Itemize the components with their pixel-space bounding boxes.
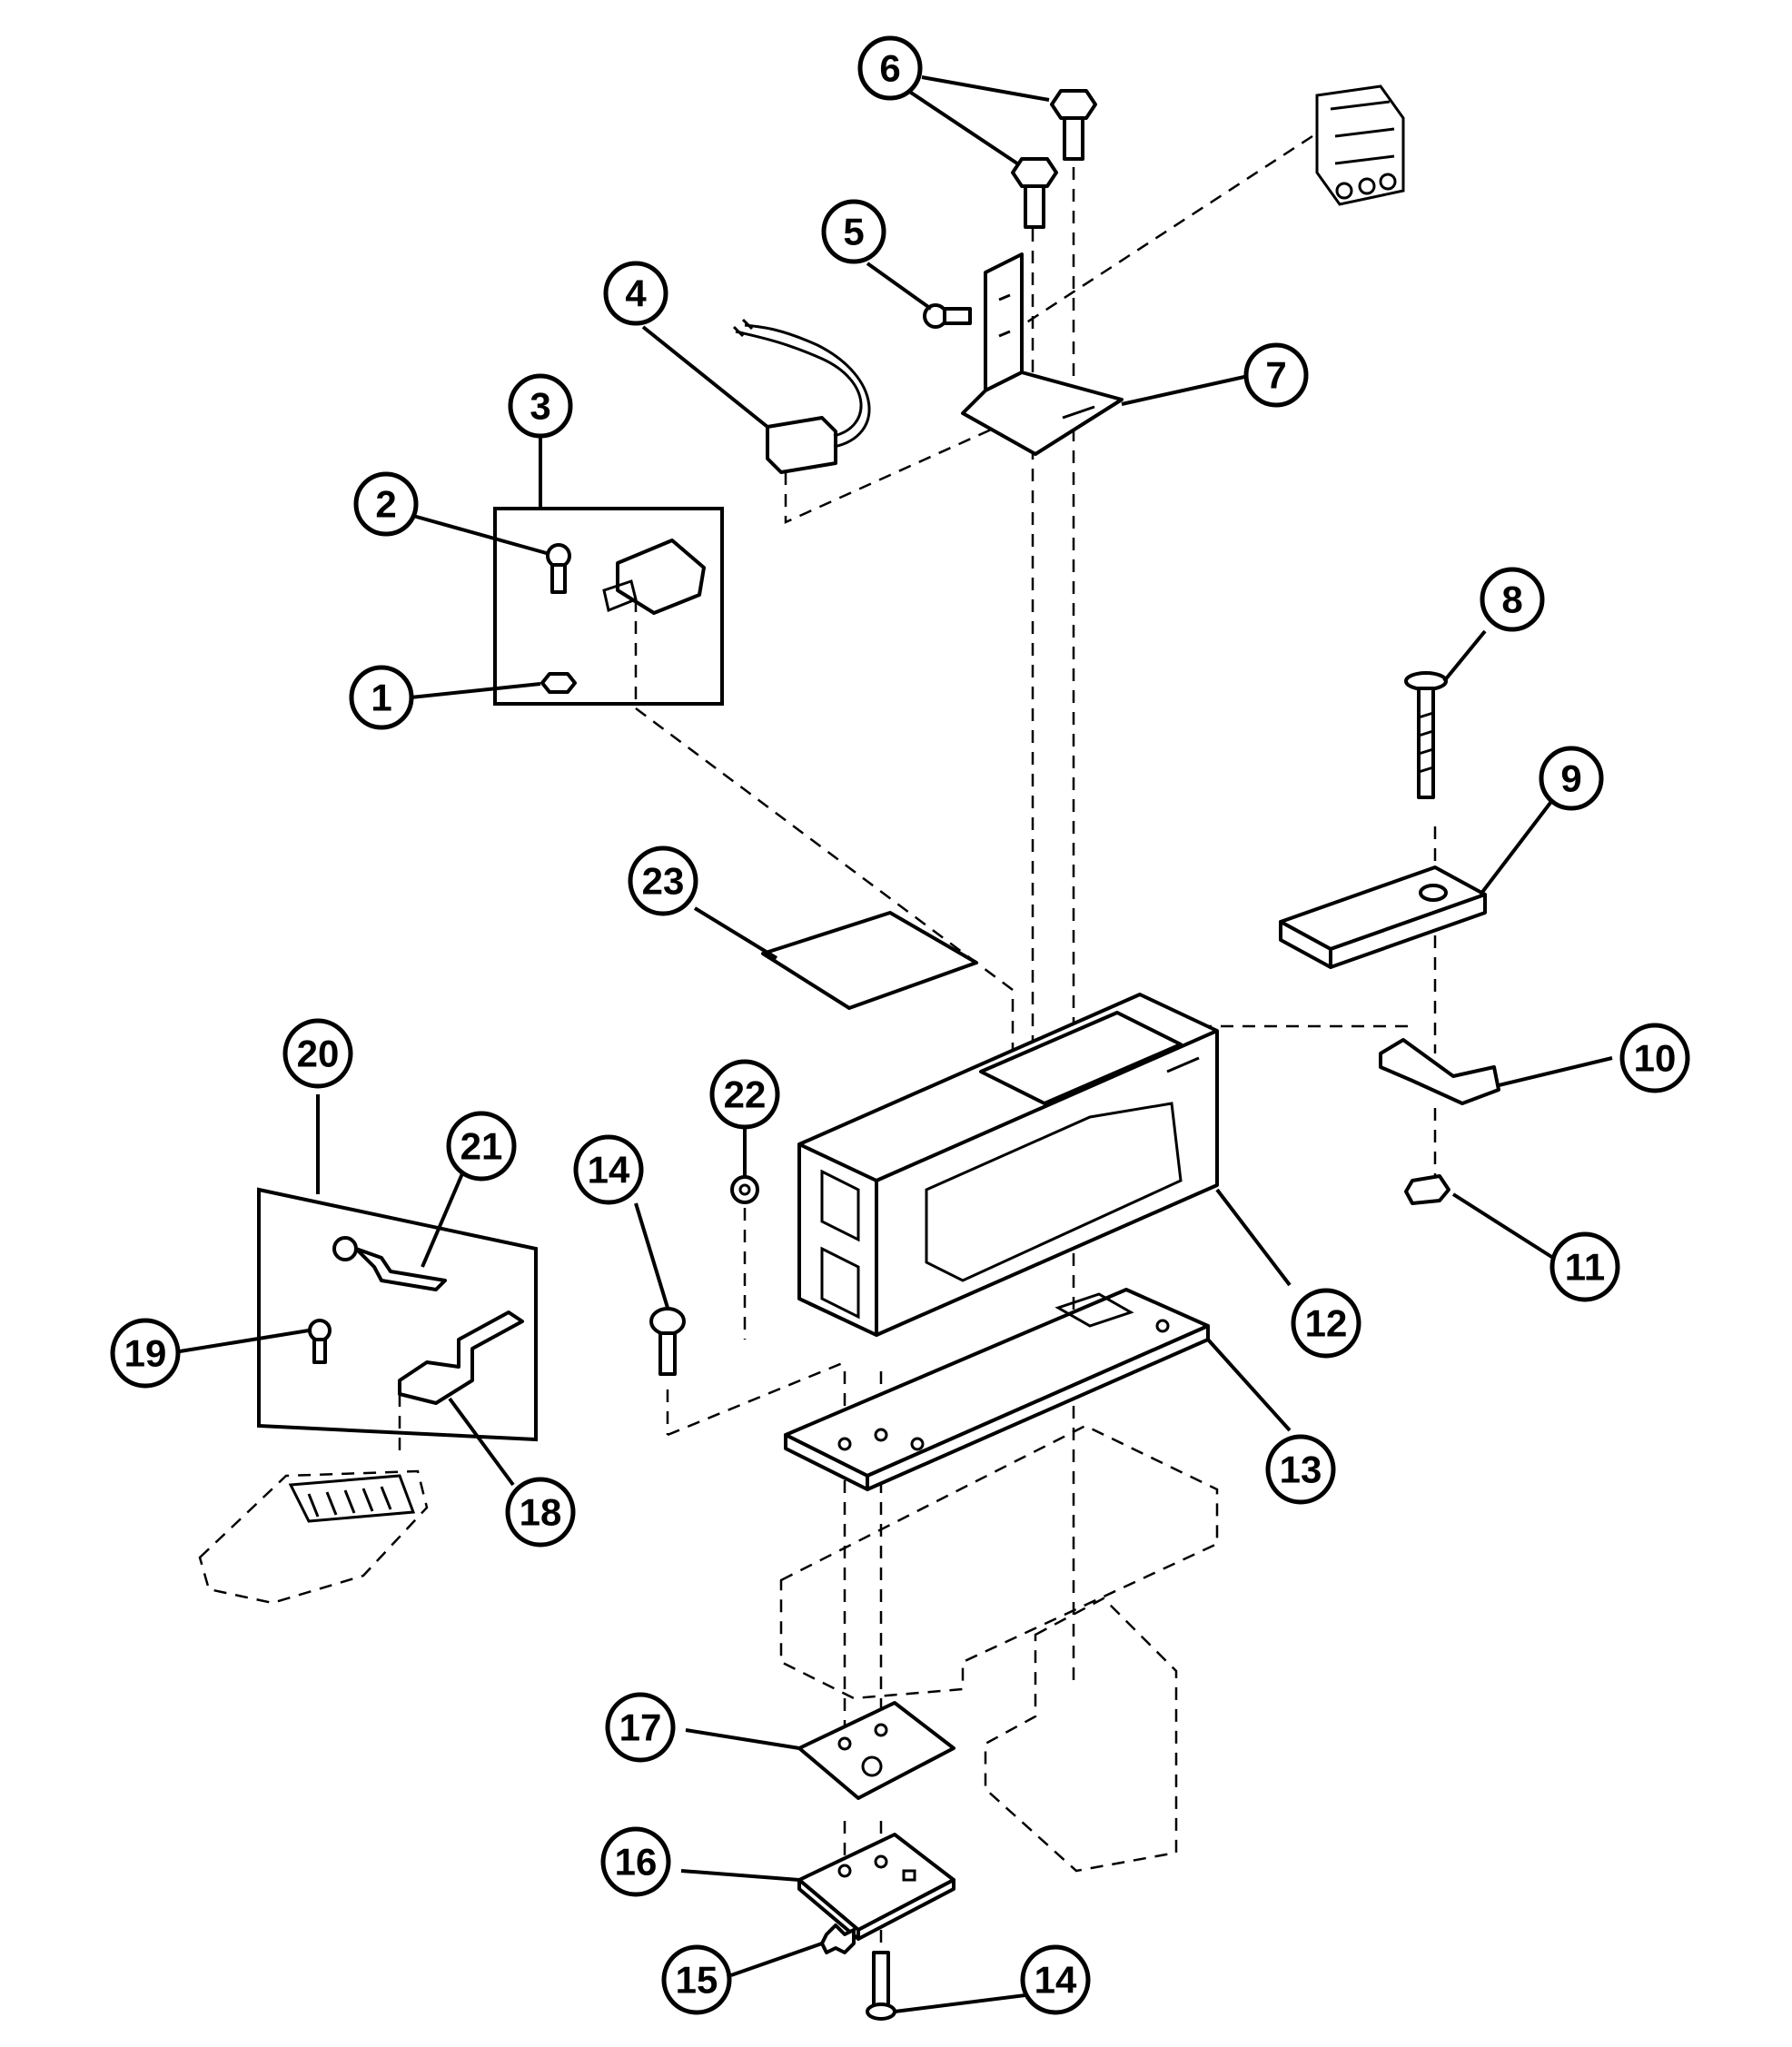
bottom-screw — [866, 1951, 896, 2021]
svg-text:2: 2 — [375, 483, 396, 526]
callout-9: 9 — [1539, 746, 1604, 811]
bracket-screw — [923, 303, 972, 329]
latch-kit — [257, 1187, 538, 1442]
callout-1: 1 — [349, 665, 414, 730]
callout-8: 8 — [1480, 567, 1545, 632]
svg-text:23: 23 — [642, 860, 685, 903]
svg-text:14: 14 — [1035, 1959, 1077, 2002]
callout-7: 7 — [1243, 342, 1309, 408]
svg-text:10: 10 — [1634, 1037, 1677, 1080]
mounting-bracket — [961, 252, 1124, 456]
svg-text:6: 6 — [879, 47, 900, 90]
svg-text:20: 20 — [297, 1033, 340, 1075]
main-housing — [797, 993, 1219, 1337]
svg-text:7: 7 — [1265, 354, 1286, 397]
callout-2: 2 — [353, 471, 419, 537]
svg-text:16: 16 — [615, 1841, 658, 1884]
svg-text:12: 12 — [1305, 1302, 1348, 1345]
callout-23: 23 — [628, 846, 698, 916]
cover-plate — [1279, 865, 1487, 969]
flange-bolt-pair — [1011, 89, 1097, 229]
callout-3: 3 — [508, 373, 573, 439]
svg-text:17: 17 — [619, 1706, 662, 1749]
callout-14-bottom: 14 — [1020, 1944, 1091, 2015]
svg-text:8: 8 — [1501, 578, 1522, 621]
svg-text:3: 3 — [530, 385, 550, 428]
switch-kit — [493, 507, 724, 706]
svg-text:22: 22 — [724, 1073, 767, 1116]
svg-text:15: 15 — [676, 1959, 718, 2002]
svg-text:14: 14 — [588, 1149, 630, 1192]
grommet — [730, 1175, 759, 1204]
svg-text:5: 5 — [843, 211, 864, 253]
callout-10: 10 — [1619, 1023, 1690, 1093]
machine-frame-outline — [779, 1424, 1219, 1873]
leader-lines — [179, 75, 1613, 2013]
svg-text:11: 11 — [1565, 1246, 1605, 1289]
latch-assembly — [198, 1469, 429, 1605]
callout-4: 4 — [603, 261, 668, 326]
callout-11: 11 — [1549, 1231, 1620, 1302]
callout-21: 21 — [446, 1111, 517, 1182]
clip-nut — [1404, 1174, 1450, 1205]
svg-text:18: 18 — [520, 1491, 562, 1534]
callout-12: 12 — [1291, 1288, 1361, 1359]
mounting-pad-lower — [797, 1833, 955, 1941]
svg-text:9: 9 — [1560, 757, 1581, 800]
svg-text:19: 19 — [124, 1332, 167, 1375]
callout-14-side: 14 — [573, 1134, 644, 1205]
callout-18: 18 — [505, 1477, 576, 1548]
base-plate — [784, 1288, 1210, 1491]
long-bolt — [1404, 671, 1448, 799]
star-washer — [820, 1923, 856, 1954]
callout-22: 22 — [709, 1059, 780, 1130]
callout-20: 20 — [282, 1018, 353, 1089]
callout-17: 17 — [605, 1692, 676, 1763]
callout-5: 5 — [821, 199, 886, 264]
mounting-pad-upper — [797, 1701, 955, 1800]
side-screw — [649, 1307, 686, 1376]
svg-text:1: 1 — [371, 677, 391, 719]
wire-harness — [732, 318, 871, 474]
svg-text:13: 13 — [1280, 1449, 1322, 1491]
callout-6: 6 — [857, 35, 923, 101]
callout-13: 13 — [1265, 1434, 1336, 1505]
callout-19: 19 — [110, 1318, 181, 1389]
callout-16: 16 — [600, 1826, 671, 1897]
instruction-sheet — [761, 911, 978, 1010]
svg-text:4: 4 — [625, 272, 647, 315]
callout-15: 15 — [661, 1944, 732, 2015]
svg-text:21: 21 — [460, 1125, 503, 1168]
retainer-clip — [1379, 1038, 1500, 1105]
control-relay-cluster — [1315, 84, 1405, 206]
